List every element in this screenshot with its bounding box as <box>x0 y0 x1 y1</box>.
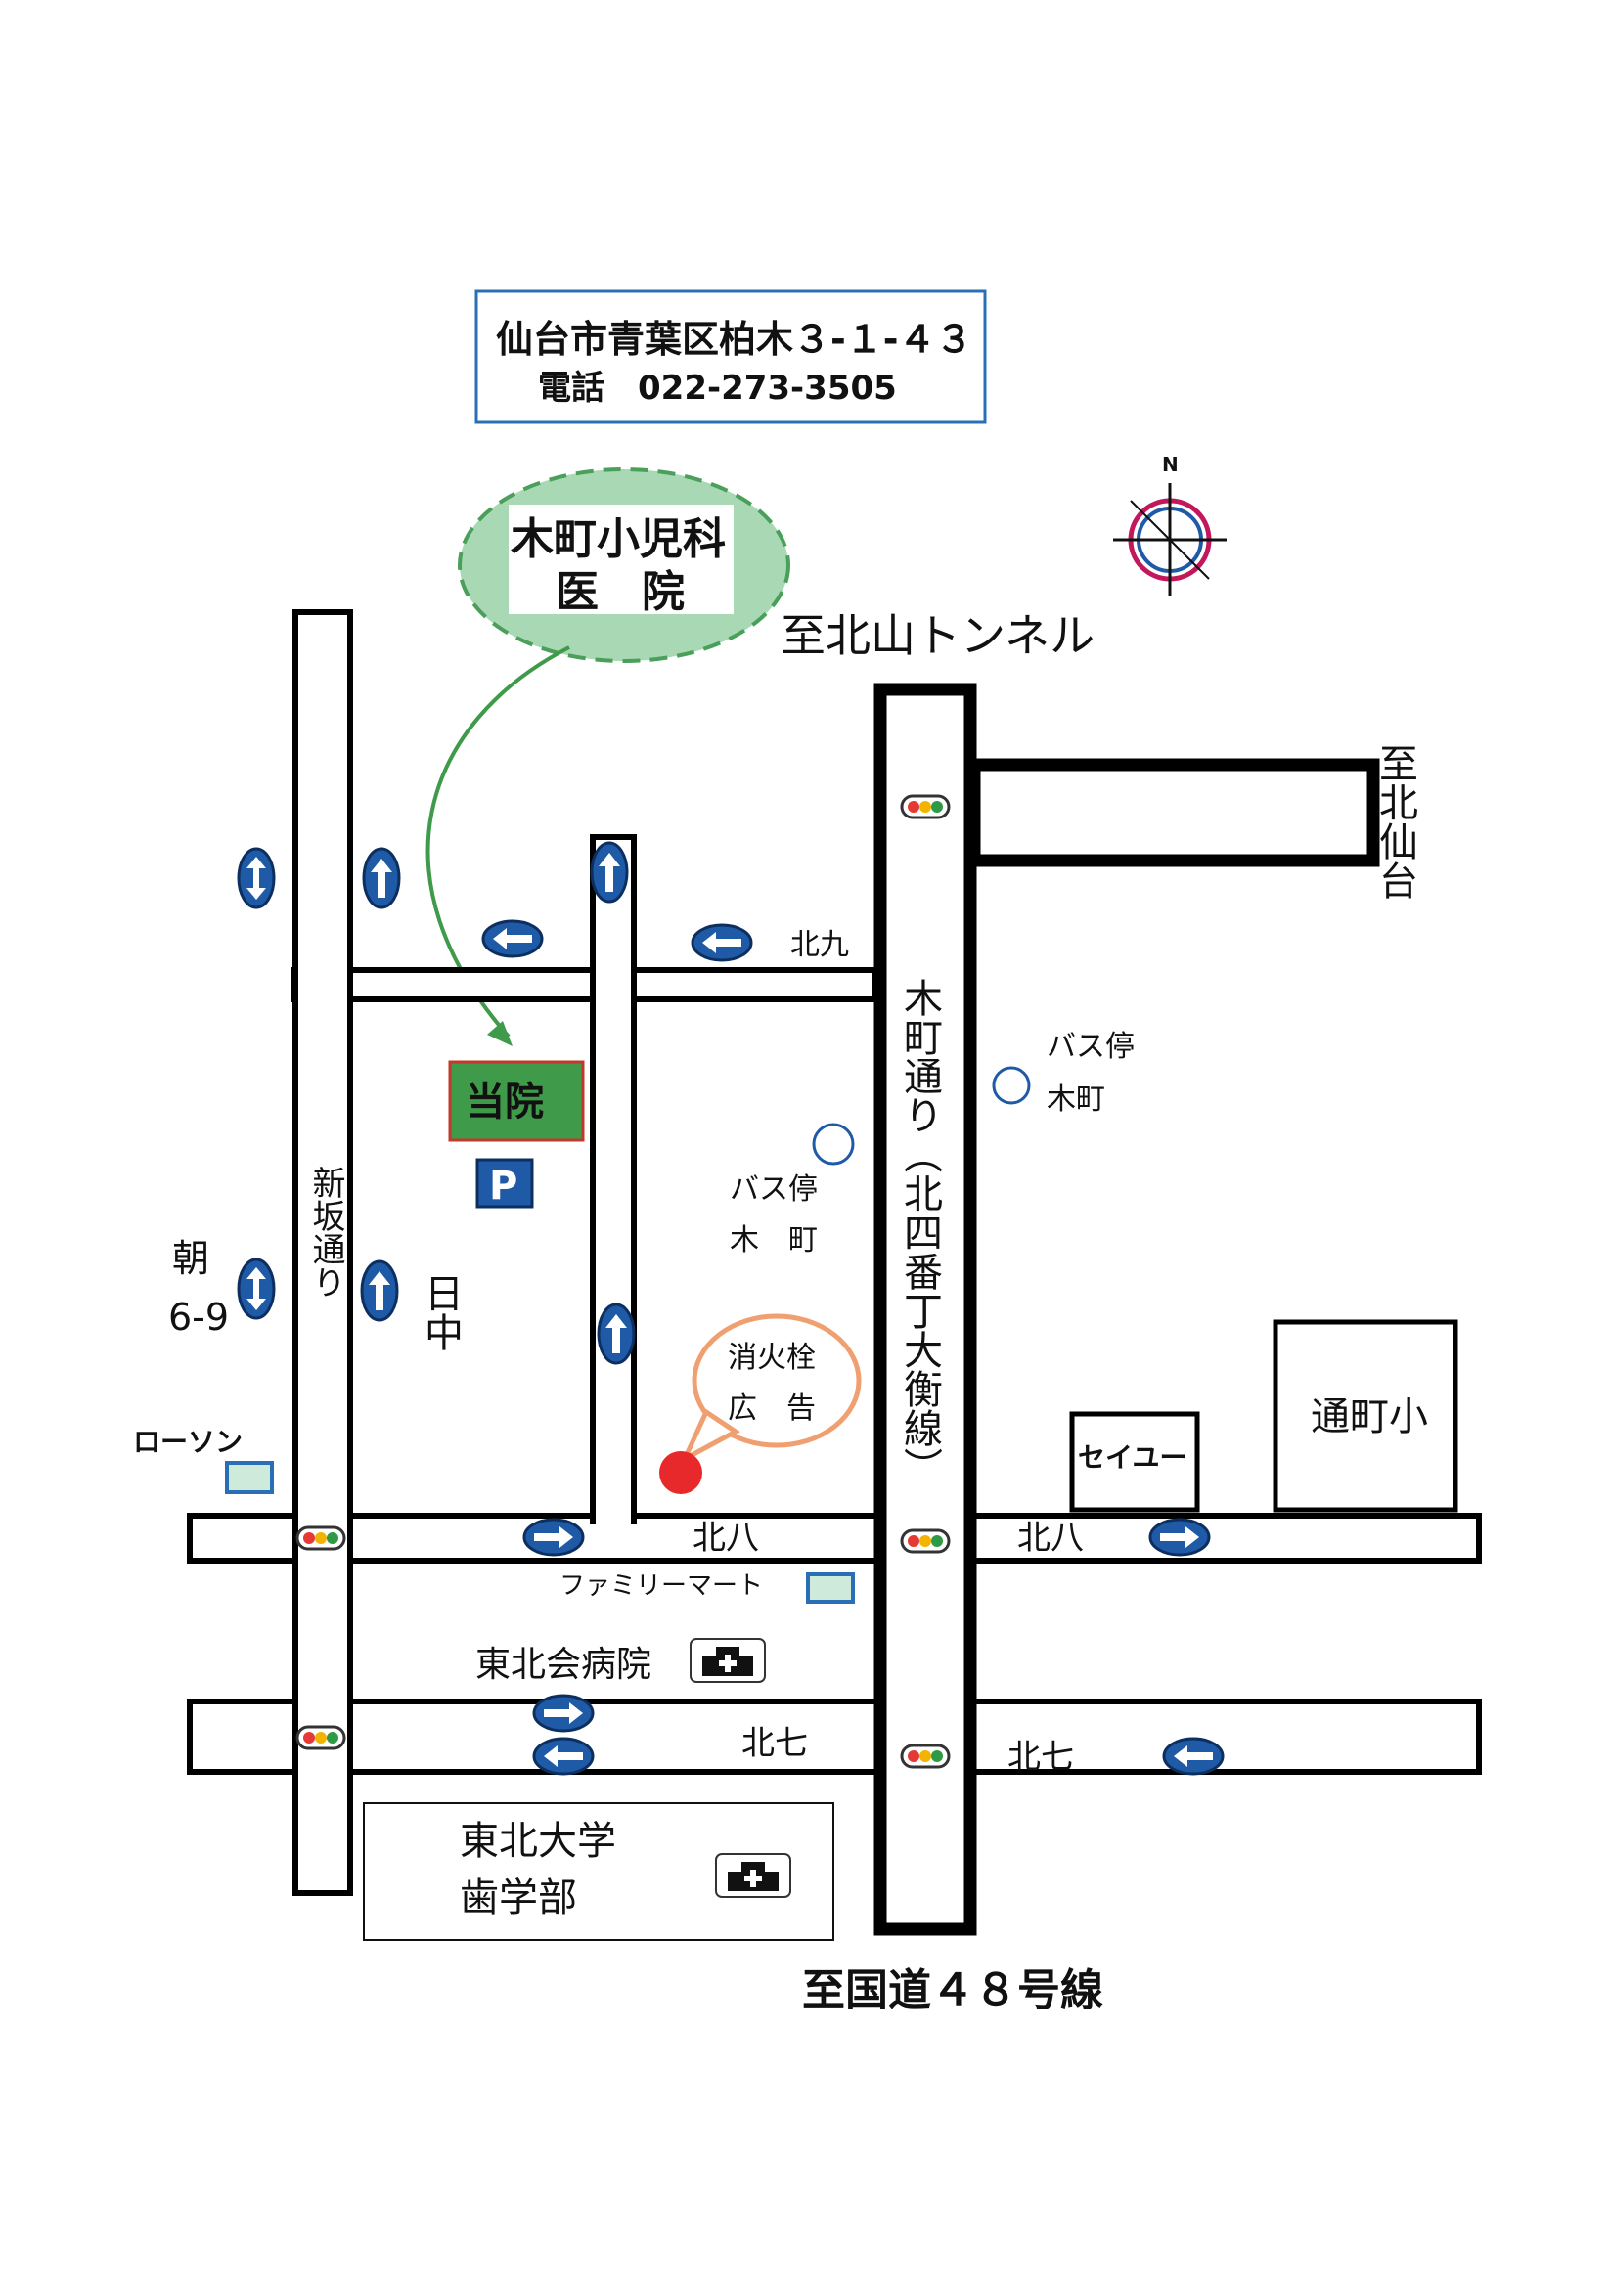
parking-icon: P <box>475 1158 534 1209</box>
callout-arrowhead <box>487 1021 513 1046</box>
one-way-arrow-icon <box>1148 1518 1211 1557</box>
convenience-store-icon <box>806 1572 855 1604</box>
morning-time: 6-9 <box>168 1296 229 1339</box>
street-label-shinzaka: 新坂通り <box>306 1166 345 1299</box>
street-kita8 <box>187 1513 1482 1564</box>
traffic-signal-icon <box>900 1744 951 1769</box>
bus-stop-east-name: 木町 <box>1047 1082 1105 1117</box>
one-way-arrow-icon <box>481 919 544 958</box>
one-way-arrow-icon <box>691 923 753 962</box>
street-kimachi <box>873 683 977 1936</box>
clinic-callout: 木町小児科 医 院 <box>458 467 790 663</box>
convenience-store-icon <box>225 1461 274 1494</box>
east-direction: 至北仙台 <box>1372 743 1417 900</box>
street-label-kita9: 北九 <box>790 928 849 962</box>
bus-stop-icon <box>992 1066 1031 1105</box>
clinic-type: 医 院 <box>556 567 685 617</box>
compass-icon: N <box>1113 453 1227 596</box>
one-way-arrow-icon <box>522 1518 585 1557</box>
street-kita9 <box>291 967 878 1002</box>
traffic-signal-icon <box>295 1725 346 1750</box>
university-name: 東北大学 <box>460 1819 616 1864</box>
university-faculty: 歯学部 <box>460 1876 577 1921</box>
side-street <box>590 834 637 1524</box>
seiyu-building: セイユー <box>1069 1411 1200 1513</box>
bus-stop-west-label: バス停 <box>730 1172 818 1207</box>
street-to-kitasendai <box>967 758 1380 867</box>
bus-stop-west-name: 木 町 <box>730 1223 818 1258</box>
one-way-arrow-icon <box>360 1259 399 1322</box>
two-way-arrow-icon <box>237 1258 276 1320</box>
seiyu-label: セイユー <box>1078 1441 1186 1474</box>
one-way-arrow-icon <box>362 847 401 909</box>
traffic-signal-icon <box>900 1528 951 1554</box>
familymart-label: ファミリーマート <box>559 1571 763 1601</box>
street-label-kita7-east: 北七 <box>1007 1738 1074 1777</box>
address-box: 仙台市青葉区柏木３-１-４３ 電話 022-273-3505 <box>474 289 987 424</box>
hydrant-ad-label: 広 告 <box>728 1391 816 1426</box>
university-building: 東北大学 歯学部 <box>363 1802 834 1941</box>
street-label-kita8-west: 北八 <box>693 1519 759 1558</box>
one-way-arrow-icon <box>532 1737 595 1776</box>
phone-line: 電話 022-273-3505 <box>538 369 897 408</box>
bus-stop-icon <box>812 1123 855 1166</box>
two-way-arrow-icon <box>237 847 276 909</box>
street-label-kita7-west: 北七 <box>741 1724 808 1763</box>
clinic-marker: 当院 <box>448 1060 585 1142</box>
compass-north-label: N <box>1162 453 1179 476</box>
one-way-arrow-icon <box>597 1303 636 1365</box>
lawson-label: ローソン <box>133 1426 243 1458</box>
school-label: 通町小 <box>1311 1394 1428 1439</box>
street-kita7 <box>187 1699 1482 1775</box>
tohokukai-label: 東北会病院 <box>475 1645 651 1685</box>
street-shinzaka <box>292 609 353 1896</box>
school-building: 通町小 <box>1273 1319 1458 1513</box>
street-label-kita8-east: 北八 <box>1017 1519 1084 1558</box>
hydrant-location-marker <box>659 1451 702 1494</box>
one-way-arrow-icon <box>1162 1737 1225 1776</box>
one-way-arrow-icon <box>532 1694 595 1733</box>
clinic-name: 木町小児科 <box>511 514 726 564</box>
morning-label: 朝 <box>172 1237 209 1280</box>
traffic-signal-icon <box>900 794 951 819</box>
south-direction: 至国道４８号線 <box>802 1965 1103 2015</box>
daytime-label: 日中 <box>418 1273 463 1351</box>
hydrant-label: 消火栓 <box>728 1341 816 1375</box>
hospital-icon <box>690 1638 766 1683</box>
parking-label: P <box>489 1164 517 1209</box>
street-label-kimachi: 木町通り（北四番丁大衡線） <box>897 978 943 1486</box>
hydrant-callout: 消火栓 広 告 <box>679 1313 862 1465</box>
bus-stop-east-label: バス停 <box>1047 1030 1135 1064</box>
clinic-marker-label: 当院 <box>466 1080 544 1125</box>
north-direction: 至北山トンネル <box>781 609 1095 662</box>
one-way-arrow-icon <box>590 841 629 904</box>
address-line: 仙台市青葉区柏木３-１-４３ <box>496 318 973 361</box>
hospital-icon <box>715 1853 791 1898</box>
traffic-signal-icon <box>295 1525 346 1551</box>
